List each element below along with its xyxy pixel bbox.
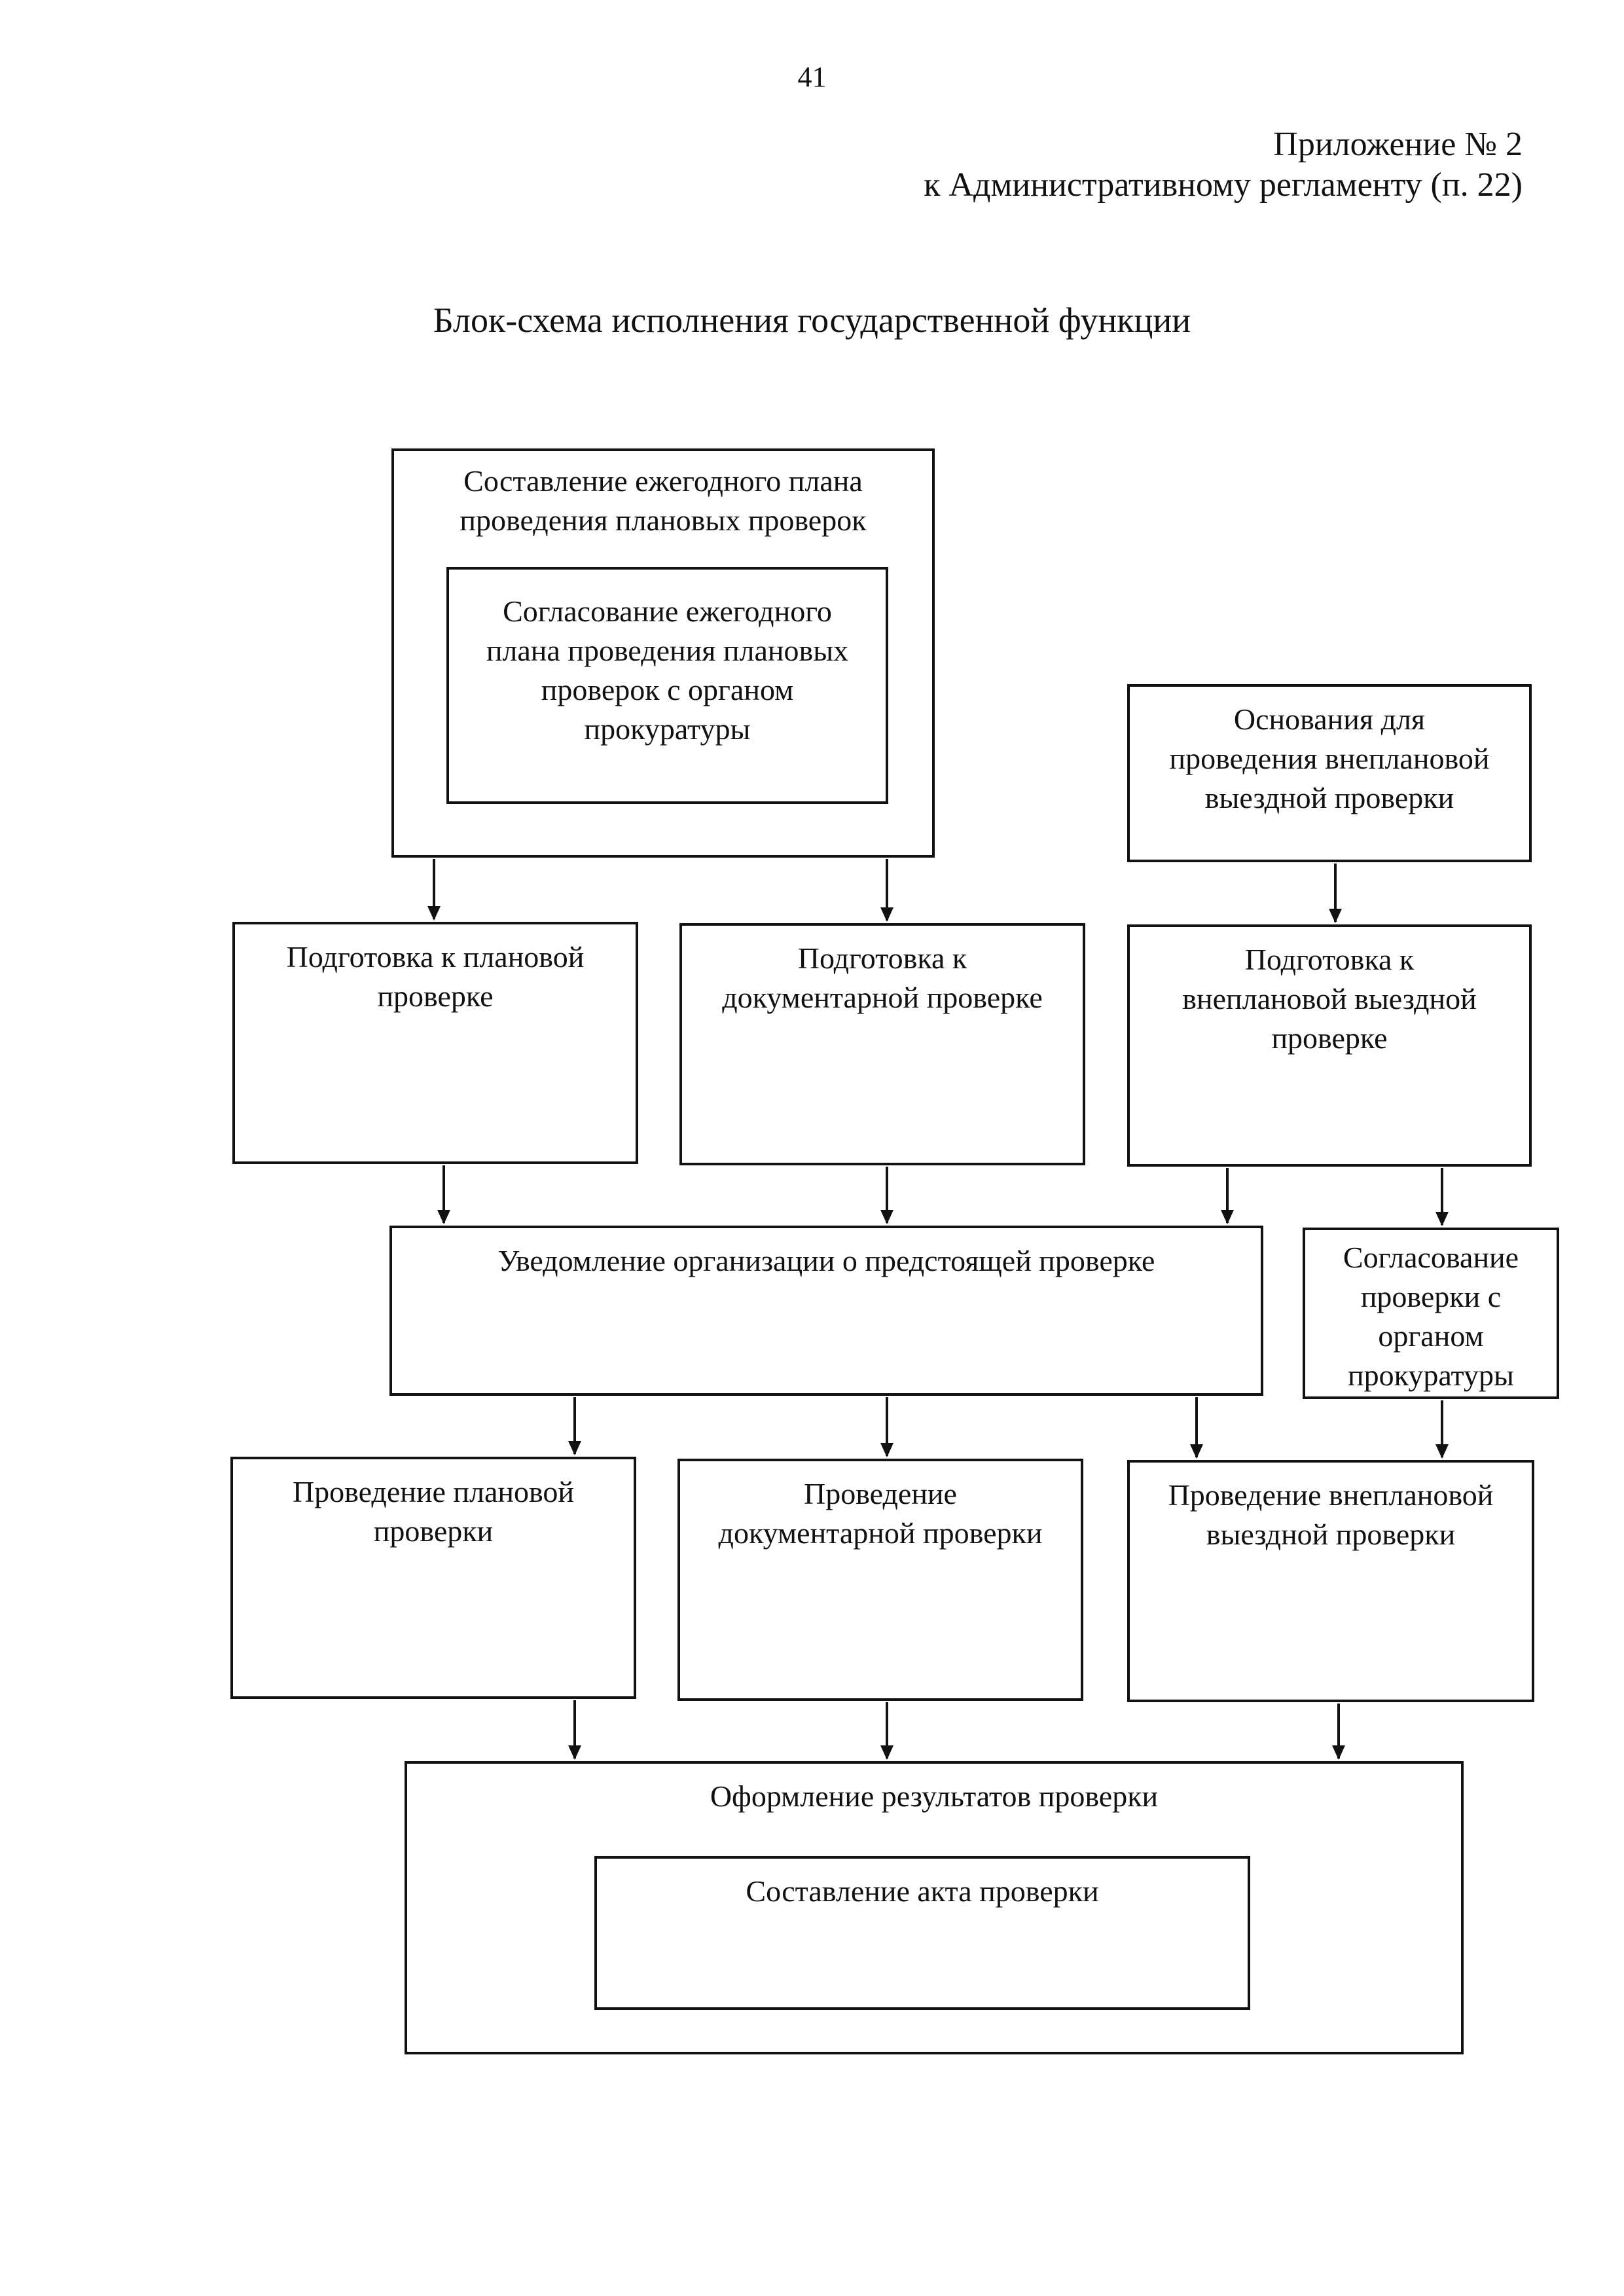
- arrowhead: [568, 1441, 581, 1455]
- prep-unplanned-label: Подготовка к внеплановой выездной провер…: [1182, 943, 1477, 1055]
- arrowhead: [1190, 1444, 1203, 1459]
- act-label: Составление акта проверки: [746, 1874, 1099, 1908]
- prep-documentary-label: Подготовка к документарной проверке: [722, 941, 1043, 1014]
- plan-approval-label: Согласование ежегодного плана проведения…: [486, 594, 849, 746]
- prep-planned-label: Подготовка к плановой проверке: [286, 940, 585, 1013]
- arrowhead: [880, 1443, 893, 1457]
- arrowhead: [427, 906, 441, 920]
- plan-approval-box: Согласование ежегодного плана проведения…: [446, 567, 888, 804]
- prep-unplanned-box: Подготовка к внеплановой выездной провер…: [1127, 924, 1532, 1167]
- notification-box: Уведомление организации о предстоящей пр…: [389, 1226, 1263, 1396]
- arrowhead: [1435, 1444, 1449, 1459]
- conduct-documentary-label: Проведение документарной проверки: [718, 1477, 1043, 1550]
- arrowhead: [880, 1745, 893, 1760]
- arrowhead: [1435, 1212, 1449, 1226]
- conduct-documentary-box: Проведение документарной проверки: [677, 1459, 1083, 1701]
- notification-label: Уведомление организации о предстоящей пр…: [497, 1244, 1155, 1277]
- conduct-planned-label: Проведение плановой проверки: [292, 1475, 575, 1548]
- appendix-reference: Приложение № 2 к Административному регла…: [924, 124, 1523, 206]
- unplanned-grounds-box: Основания для проведения внеплановой вые…: [1127, 684, 1532, 862]
- prosecutor-approval-label: Согласование проверки с органом прокурат…: [1343, 1241, 1519, 1392]
- arrowhead: [880, 907, 893, 922]
- results-label: Оформление результатов проверки: [710, 1779, 1159, 1813]
- diagram-title: Блок-схема исполнения государственной фу…: [433, 301, 1191, 340]
- appendix-line-2: к Административному регламенту (п. 22): [924, 166, 1523, 204]
- unplanned-grounds-label: Основания для проведения внеплановой вые…: [1169, 702, 1490, 814]
- arrowhead: [437, 1210, 450, 1224]
- page-number: 41: [797, 61, 827, 93]
- arrowhead: [1329, 909, 1342, 923]
- arrowhead: [568, 1745, 581, 1760]
- arrowhead: [880, 1210, 893, 1224]
- prep-documentary-box: Подготовка к документарной проверке: [679, 923, 1085, 1165]
- conduct-unplanned-label: Проведение внеплановой выездной проверки: [1168, 1478, 1494, 1551]
- conduct-planned-box: Проведение плановой проверки: [230, 1457, 636, 1699]
- appendix-line-1: Приложение № 2: [1273, 126, 1523, 163]
- act-box: Составление акта проверки: [594, 1856, 1250, 2010]
- prep-planned-box: Подготовка к плановой проверке: [232, 922, 638, 1164]
- arrowhead: [1221, 1210, 1234, 1224]
- arrowhead: [1332, 1745, 1345, 1760]
- annual-plan-label: Составление ежегодного плана проведения …: [460, 464, 867, 537]
- conduct-unplanned-box: Проведение внеплановой выездной проверки: [1127, 1460, 1534, 1702]
- prosecutor-approval-box: Согласование проверки с органом прокурат…: [1303, 1228, 1559, 1399]
